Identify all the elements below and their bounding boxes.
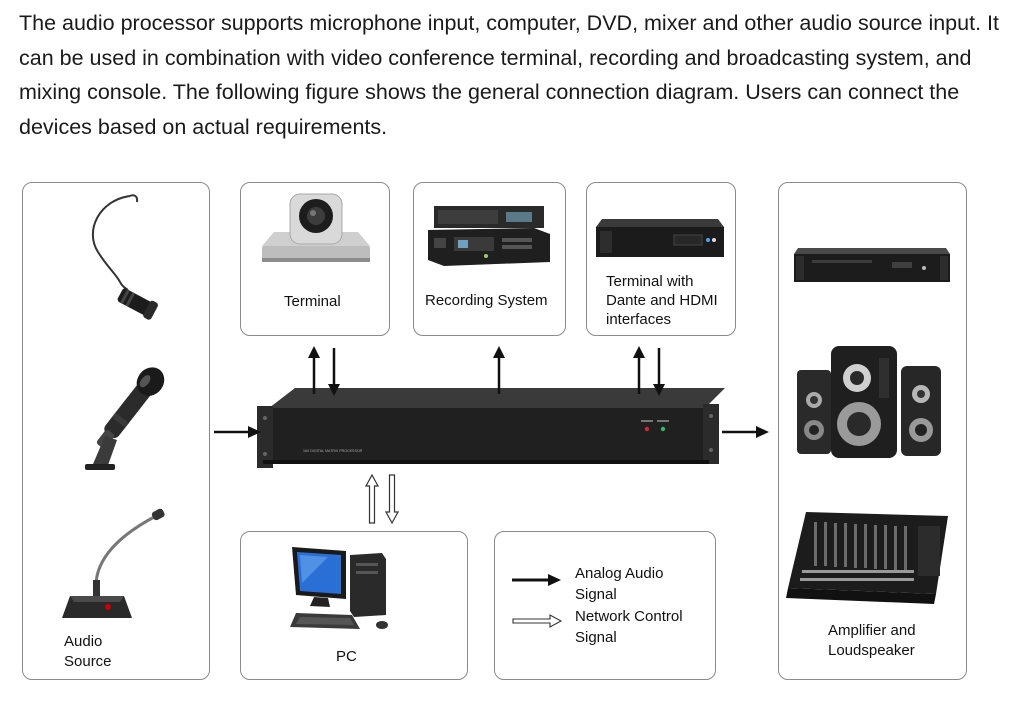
legend-analog-audio-label-1: Analog Audio bbox=[575, 565, 664, 582]
arrow-dante-terminal-bidirectional bbox=[633, 346, 665, 396]
legend-analog-audio-arrow bbox=[512, 574, 561, 586]
audio-source-label-2: Source bbox=[64, 653, 112, 670]
legend-network-control-arrow bbox=[512, 614, 563, 628]
terminal-label: Terminal bbox=[284, 293, 341, 310]
legend-network-control-label-2: Signal bbox=[575, 629, 617, 646]
dante-terminal-label-1: Terminal with bbox=[606, 273, 694, 290]
pc-icon bbox=[290, 547, 388, 629]
dante-terminal-box bbox=[586, 182, 736, 336]
processor-front-text: 16X DIGITAL MATRIX PROCESSOR bbox=[303, 449, 363, 453]
legend-network-control-label-1: Network Control bbox=[575, 608, 683, 625]
arrow-pc-network-control bbox=[364, 473, 400, 525]
dante-terminal-label-3: interfaces bbox=[606, 311, 672, 328]
dante-terminal-label-2: Dante and HDMI bbox=[606, 292, 718, 309]
arrow-terminal-bidirectional bbox=[308, 346, 340, 396]
audio-processor-icon: 16X DIGITAL MATRIX PROCESSOR bbox=[257, 388, 725, 468]
loudspeaker-icon bbox=[797, 346, 941, 458]
arrow-to-recording-system bbox=[493, 346, 505, 394]
pc-label: PC bbox=[336, 648, 357, 665]
recording-system-label: Recording System bbox=[425, 292, 548, 309]
amplifier-loudspeaker-label-2: Loudspeaker bbox=[828, 642, 915, 659]
recording-system-icon bbox=[428, 206, 550, 266]
arrow-audio-source-to-processor bbox=[214, 426, 261, 438]
intro-paragraph: The audio processor supports microphone … bbox=[19, 11, 999, 139]
legend-box bbox=[494, 531, 716, 680]
lavalier-microphone-icon bbox=[92, 194, 158, 320]
amplifier-icon bbox=[794, 248, 950, 282]
legend-analog-audio-label-2: Signal bbox=[575, 586, 617, 603]
mixing-console-icon bbox=[786, 512, 948, 604]
dante-terminal-icon bbox=[596, 219, 724, 257]
arrow-processor-to-amplifier bbox=[722, 426, 769, 438]
gooseneck-microphone-icon bbox=[62, 508, 165, 618]
amplifier-loudspeaker-label-1: Amplifier and bbox=[828, 622, 916, 639]
video-conference-camera-icon bbox=[262, 193, 370, 262]
audio-source-label-1: Audio bbox=[64, 633, 103, 650]
handheld-microphone-icon bbox=[85, 367, 165, 470]
